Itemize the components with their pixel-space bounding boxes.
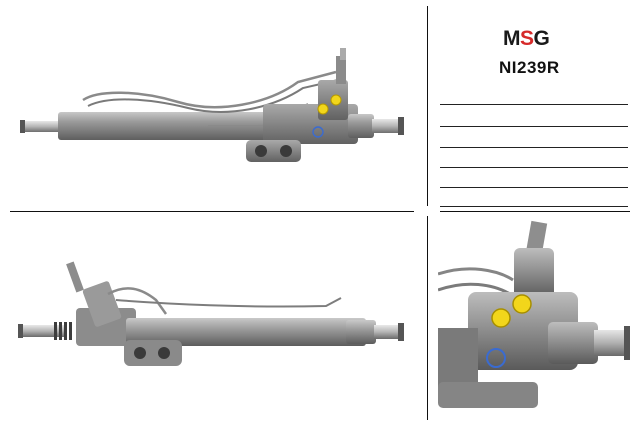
steering-rack-top-view [20,48,404,162]
note-line [440,187,628,188]
divider-horizontal-left [10,211,414,212]
logo-letter-g: G [533,27,550,50]
note-line [440,104,628,105]
logo-letter-s: S [520,27,534,50]
steering-rack-rear-view [18,261,404,366]
brand-logo: MSG [503,27,550,50]
note-line [440,206,628,207]
note-line [440,147,628,148]
note-line [440,167,628,168]
part-number: NI239R [499,58,560,77]
steering-rack-valve-closeup [438,218,632,414]
divider-vertical-bottom [427,216,428,420]
divider-vertical-top [427,6,428,206]
logo-letter-m: M [503,27,521,50]
divider-horizontal-right [440,211,630,212]
note-line [440,126,628,127]
